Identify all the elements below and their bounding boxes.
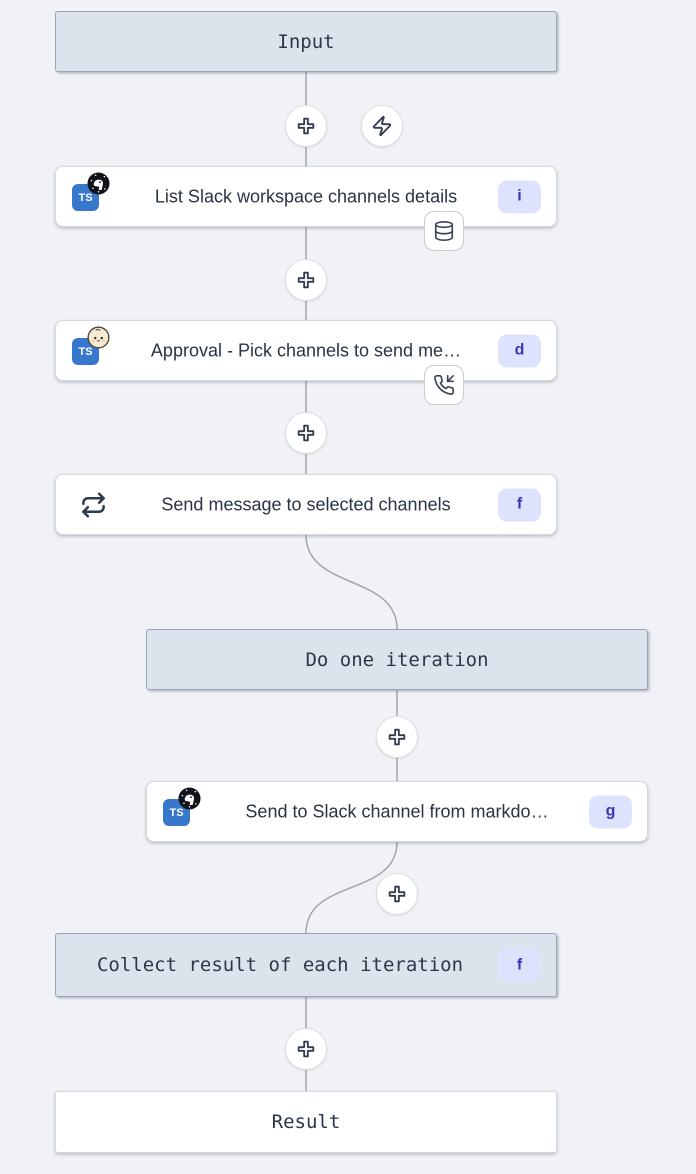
typescript-icon: TS: [72, 326, 110, 365]
plus-icon: [295, 115, 317, 137]
insert-step-button[interactable]: [376, 873, 418, 915]
node-forloop-send-message[interactable]: Send message to selected channels f: [55, 474, 557, 535]
node-approval[interactable]: TS Approval - Pick channels to send me… …: [55, 320, 557, 381]
node-result[interactable]: Result: [55, 1091, 557, 1153]
insert-step-button[interactable]: [285, 412, 327, 454]
step-id-badge: d: [498, 334, 541, 367]
node-do-one-iteration[interactable]: Do one iteration: [146, 629, 648, 690]
insert-step-button[interactable]: [285, 1028, 327, 1070]
node-label: Send message to selected channels: [161, 494, 451, 514]
suspend-indicator[interactable]: [424, 365, 464, 405]
typescript-icon: TS: [163, 787, 201, 826]
ts-label: TS: [169, 806, 184, 819]
plus-icon: [295, 422, 317, 444]
phone-incoming-icon: [433, 374, 455, 396]
bun-icon: [87, 326, 110, 349]
node-input-label: Input: [277, 30, 335, 53]
trigger-button[interactable]: [361, 105, 403, 147]
collect-label: Collect result of each iteration: [96, 954, 464, 976]
deno-icon: [87, 172, 110, 195]
node-send-to-slack[interactable]: TS Send to Slack channel from markdo… g: [146, 781, 648, 842]
insert-step-button[interactable]: [285, 259, 327, 301]
step-id-badge: g: [589, 795, 632, 828]
node-label: Send to Slack channel from markdo…: [245, 801, 549, 821]
ts-label: TS: [78, 345, 93, 358]
database-icon: [433, 220, 455, 242]
result-label: Result: [271, 1111, 341, 1133]
node-label: Approval - Pick channels to send me…: [150, 340, 462, 360]
step-id-badge: f: [498, 948, 541, 982]
node-list-slack-channels[interactable]: TS List Slack workspace channels details…: [55, 166, 557, 227]
repeat-icon: [80, 491, 107, 518]
zap-icon: [371, 115, 393, 137]
plus-icon: [295, 1038, 317, 1060]
step-id-badge: i: [498, 180, 541, 213]
plus-icon: [386, 726, 408, 748]
cache-indicator[interactable]: [424, 211, 464, 251]
plus-icon: [386, 883, 408, 905]
node-collect-result[interactable]: Collect result of each iteration f: [55, 933, 557, 997]
plus-icon: [295, 269, 317, 291]
edge-send-to-collect: [305, 841, 398, 934]
node-input[interactable]: Input: [55, 11, 557, 72]
step-id-badge: f: [498, 488, 541, 521]
deno-icon: [178, 787, 201, 810]
node-label: List Slack workspace channels details: [154, 186, 458, 206]
iteration-label: Do one iteration: [305, 648, 489, 671]
ts-label: TS: [78, 191, 93, 204]
insert-step-button[interactable]: [285, 105, 327, 147]
typescript-icon: TS: [72, 172, 110, 211]
insert-step-button[interactable]: [376, 716, 418, 758]
edge-loop-to-iteration: [305, 534, 398, 630]
